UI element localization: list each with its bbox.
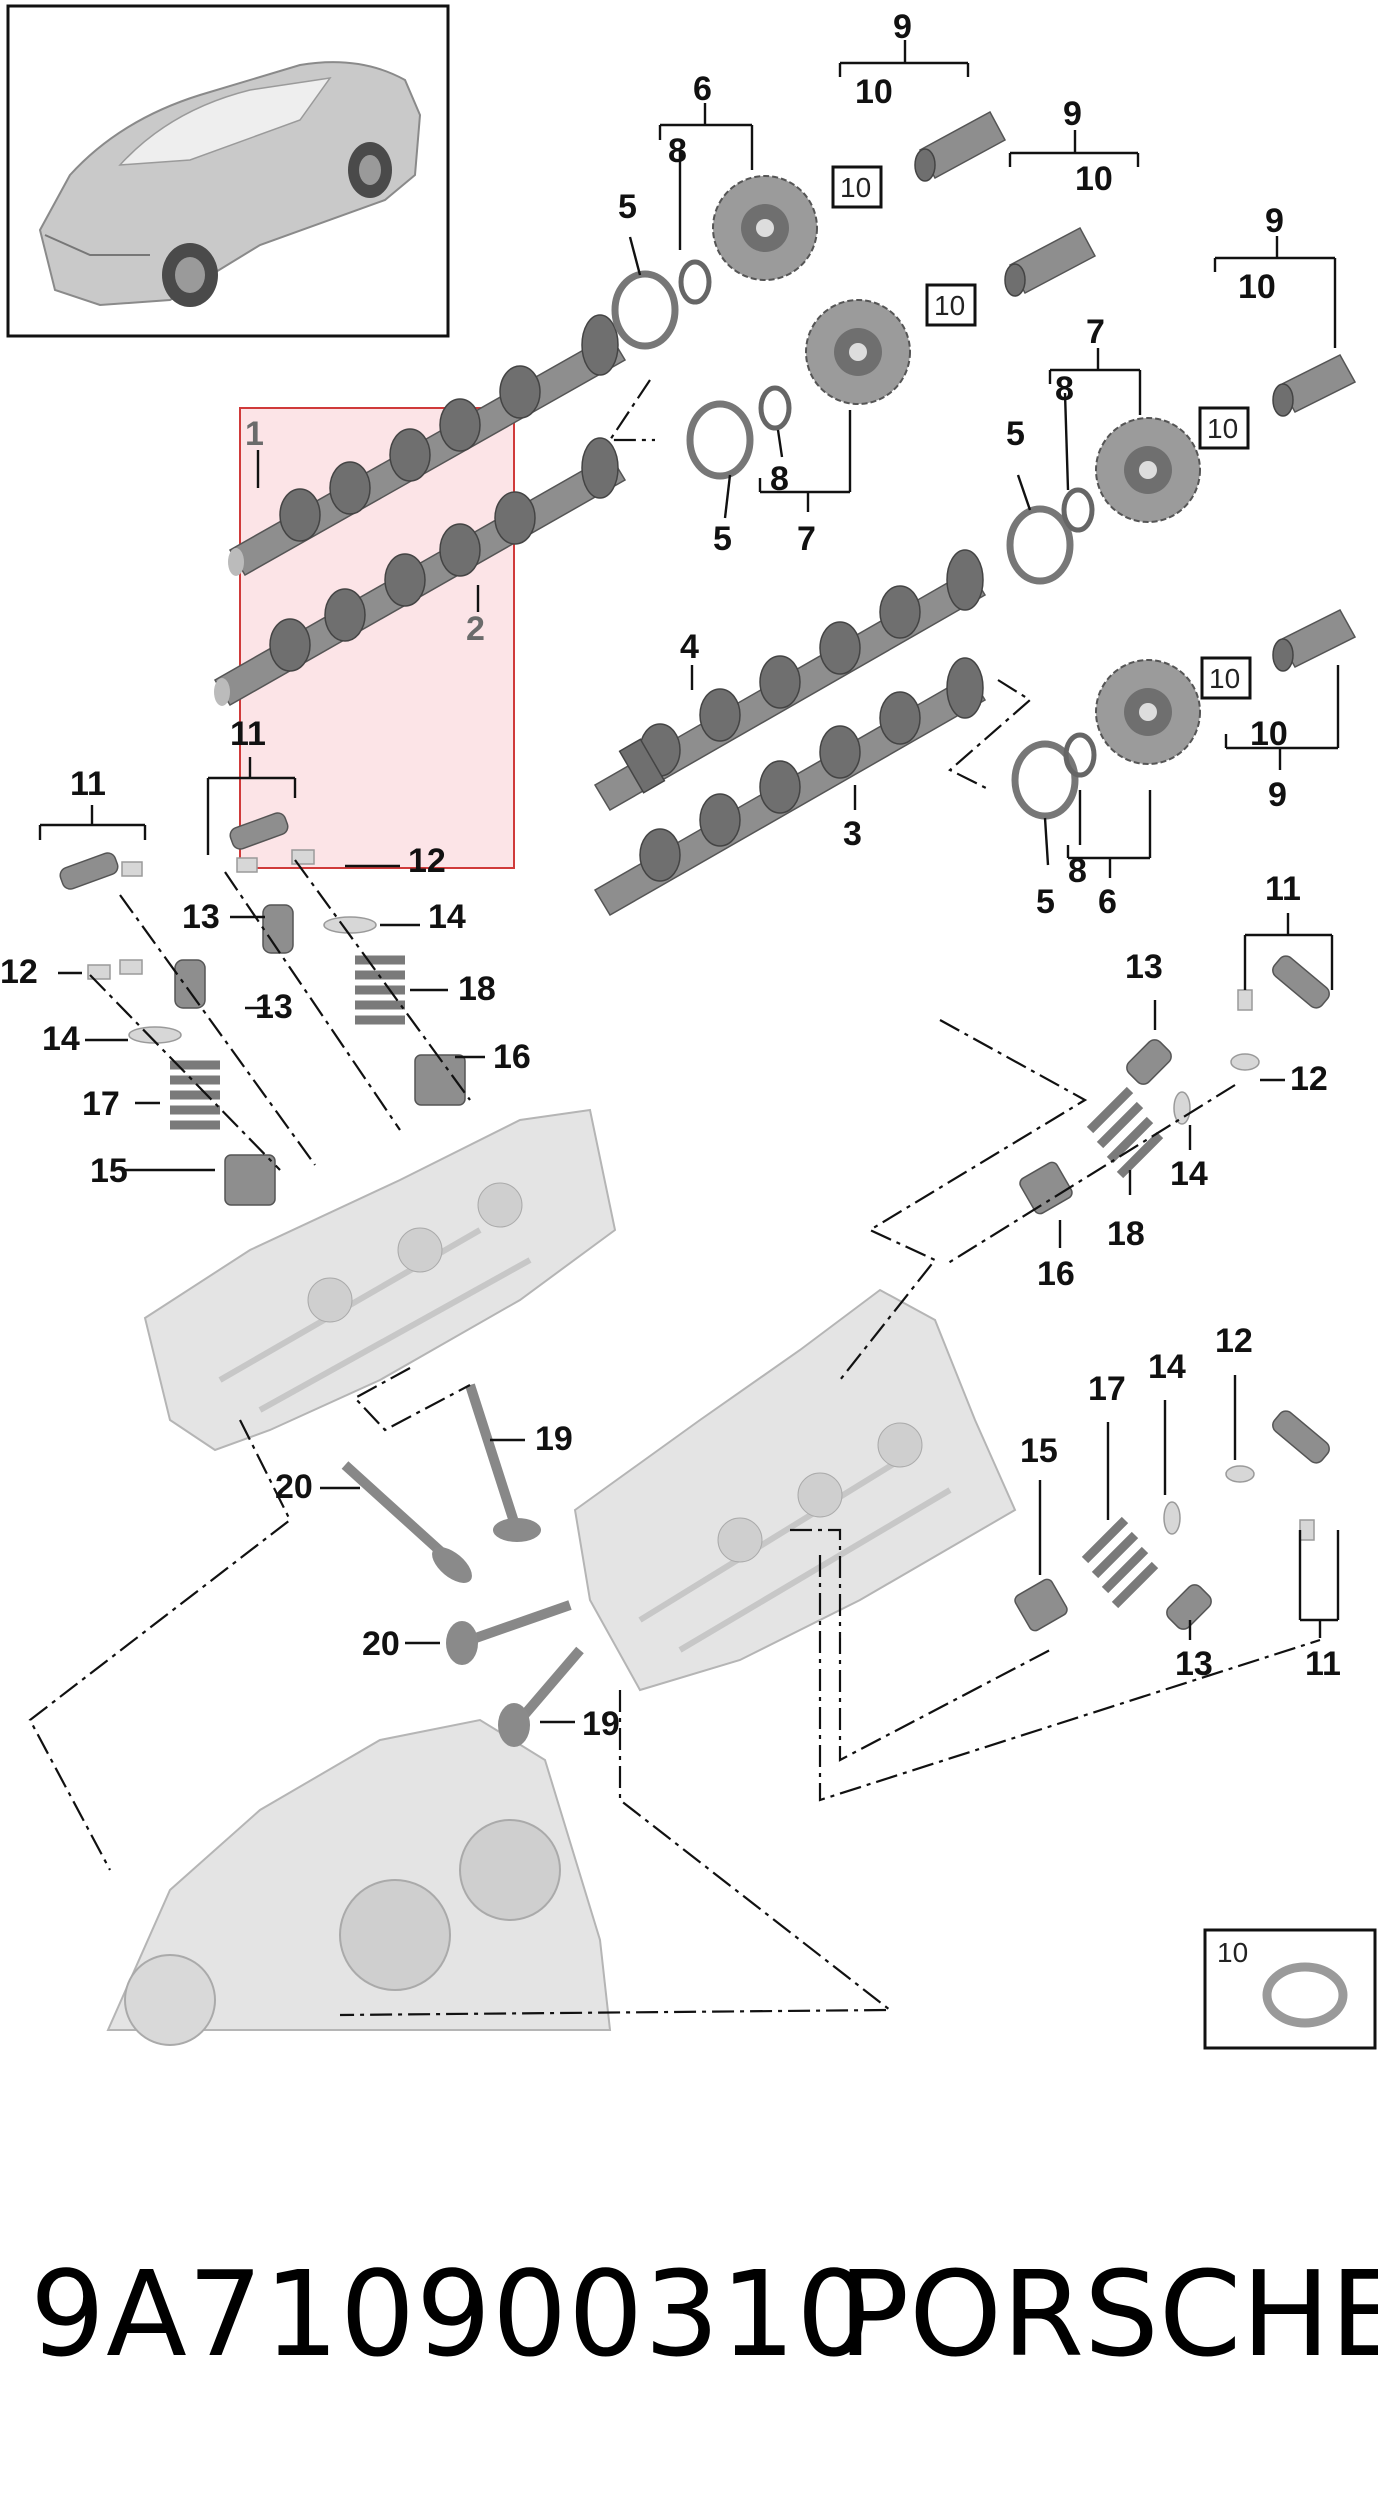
valves xyxy=(341,1383,584,1747)
camshaft-upper-intake xyxy=(228,314,627,577)
camshaft-right-upper xyxy=(593,549,987,812)
callout-10-box-d: 10 xyxy=(1209,663,1240,694)
callout-14-upper: 14 xyxy=(428,898,466,936)
camshaft-adjuster-upper-right xyxy=(805,299,911,405)
callout-14-left: 14 xyxy=(42,1020,80,1058)
callout-18-right: 18 xyxy=(1107,1215,1145,1253)
callout-13-right-top: 13 xyxy=(1125,948,1163,986)
assembly-lines xyxy=(28,379,1321,2017)
callout-16-right: 16 xyxy=(1037,1255,1075,1293)
callout-12-right: 12 xyxy=(1290,1060,1328,1098)
callout-19-upper: 19 xyxy=(535,1420,573,1458)
callout-18-upper: 18 xyxy=(458,970,496,1008)
callout-6-top: 6 xyxy=(693,70,712,108)
callout-11-right: 11 xyxy=(1265,870,1301,908)
callout-1: 1 xyxy=(245,415,264,453)
callout-9-lower-right: 9 xyxy=(1268,776,1287,814)
callout-16-upper: 16 xyxy=(493,1038,531,1076)
sealing-rings xyxy=(611,270,1079,820)
callout-12-left: 12 xyxy=(0,953,38,991)
callout-2: 2 xyxy=(466,610,485,648)
camshaft-adjuster-right-top xyxy=(1095,417,1201,523)
callout-14-right: 14 xyxy=(1170,1155,1208,1193)
camshaft-adjuster-top xyxy=(712,175,818,281)
callout-5-bottom: 5 xyxy=(1036,883,1055,921)
callout-13-right-bottom: 13 xyxy=(1175,1645,1213,1683)
valve-train-right xyxy=(1014,955,1330,1632)
part-callouts: 9 10 6 8 9 10 5 9 10 7 8 1 5 8 5 7 2 4 1… xyxy=(0,8,1341,1743)
callout-8-bottom: 8 xyxy=(1068,852,1087,890)
callout-4: 4 xyxy=(680,628,699,666)
sealing-ring-inset: 10 xyxy=(1203,1928,1377,2050)
callout-11-left: 11 xyxy=(70,765,106,803)
callout-11-mid: 11 xyxy=(230,715,266,753)
callout-8-right: 8 xyxy=(1055,370,1074,408)
brand-name: PORSCHE xyxy=(838,2245,1378,2383)
callout-5-right-top: 5 xyxy=(1006,415,1025,453)
camshaft-right-lower xyxy=(593,657,987,917)
valve-train-left xyxy=(59,812,466,1206)
callout-12-right-lower: 12 xyxy=(1215,1322,1253,1360)
callout-11-right-bottom: 11 xyxy=(1305,1645,1341,1683)
callout-8-mid: 8 xyxy=(770,460,789,498)
callout-17-left: 17 xyxy=(82,1085,120,1123)
callout-7-right: 7 xyxy=(1086,313,1105,351)
camshaft-adjuster-right-bottom xyxy=(1095,659,1201,765)
callout-19-lower: 19 xyxy=(582,1705,620,1743)
part-number: 9A710900310 xyxy=(30,2245,873,2383)
callout-7-mid: 7 xyxy=(797,520,816,558)
callout-3: 3 xyxy=(843,815,862,853)
callout-20-upper: 20 xyxy=(275,1468,313,1506)
cylinder-head-left xyxy=(143,1108,617,1452)
cylinder-head-right xyxy=(573,1288,1017,1692)
callout-14-right-lower: 14 xyxy=(1148,1348,1186,1386)
callout-13-upper: 13 xyxy=(182,898,220,936)
circlips xyxy=(678,259,1097,778)
vehicle-thumbnail xyxy=(6,4,450,338)
callout-13-left: 13 xyxy=(255,988,293,1026)
callout-15-left: 15 xyxy=(90,1152,128,1190)
callout-10-box-a: 10 xyxy=(840,172,871,203)
callout-10-box-c: 10 xyxy=(1207,413,1238,444)
inset-label: 10 xyxy=(1217,1937,1248,1968)
leader-lines xyxy=(38,40,1340,1724)
engine-block xyxy=(106,1718,612,2046)
callout-5-mid: 5 xyxy=(713,520,732,558)
callout-9-right: 9 xyxy=(1265,202,1284,240)
callout-10-right: 10 xyxy=(1238,268,1276,306)
callout-9-top: 9 xyxy=(893,8,912,46)
callout-10-lower-right: 10 xyxy=(1250,715,1288,753)
callout-5-top: 5 xyxy=(618,188,637,226)
callout-10-second: 10 xyxy=(1075,160,1113,198)
control-valves xyxy=(914,110,1357,672)
boxed-callouts-10: 10 10 10 10 xyxy=(831,165,1252,700)
callout-8-top: 8 xyxy=(668,132,687,170)
callout-17-right: 17 xyxy=(1088,1370,1126,1408)
callout-6-bottom: 6 xyxy=(1098,883,1117,921)
callout-12-upper-left: 12 xyxy=(408,842,446,880)
callout-10-top: 10 xyxy=(855,73,893,111)
callout-10-box-b: 10 xyxy=(934,290,965,321)
camshaft-upper-exhaust xyxy=(213,437,627,707)
callout-20-lower: 20 xyxy=(362,1625,400,1663)
callout-15-right: 15 xyxy=(1020,1432,1058,1470)
callout-9-second: 9 xyxy=(1063,95,1082,133)
